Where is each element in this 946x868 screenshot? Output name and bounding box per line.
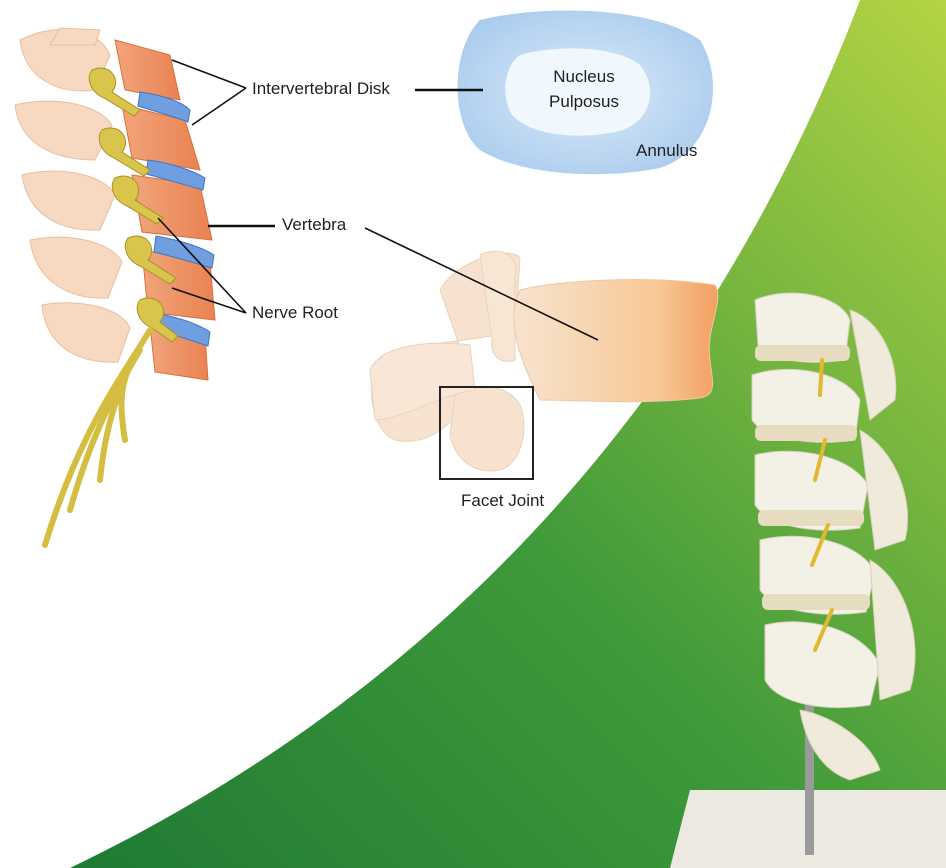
label-nucleus-line1: Nucleus: [534, 67, 634, 87]
facet-joint-shape: [450, 386, 524, 471]
spine-illustration: [15, 28, 215, 545]
leader-disk-bottom: [192, 88, 246, 125]
label-nucleus-line2: Pulposus: [534, 92, 634, 112]
label-facet-joint: Facet Joint: [461, 491, 544, 511]
label-vertebra: Vertebra: [282, 215, 346, 235]
label-intervertebral-disk: Intervertebral Disk: [252, 79, 390, 99]
vertebra-body: [514, 280, 718, 402]
label-nerve-root: Nerve Root: [252, 303, 338, 323]
leader-disk-top: [172, 60, 246, 88]
label-annulus: Annulus: [636, 141, 697, 161]
